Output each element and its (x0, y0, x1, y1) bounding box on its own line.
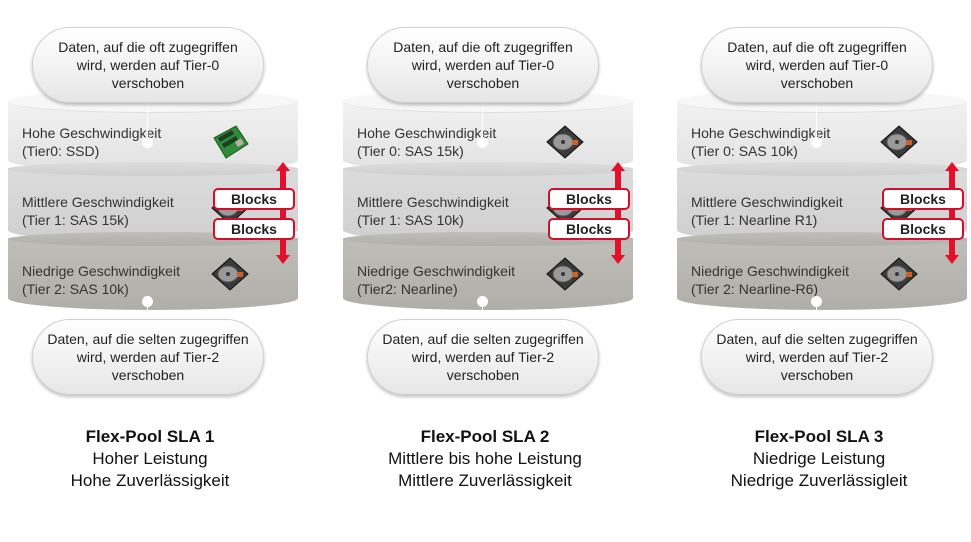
connector-dot (142, 296, 153, 307)
connector-dot (811, 137, 822, 148)
blocks-text: Blocks (566, 191, 612, 207)
tier-label: Hohe Geschwindigkeit (Tier 0: SAS 15k) (357, 124, 496, 160)
text: Daten, auf die oft zugegriffen wird, wer… (727, 39, 907, 91)
tier-label: Niedrige Geschwindigkeit (Tier 2: Nearlin… (691, 262, 849, 298)
top-bubble: Daten, auf die oft zugegriffen wird, wer… (701, 27, 933, 103)
bottom-bubble: Daten, auf die selten zugegriffen wird, … (32, 319, 264, 395)
blocks-text: Blocks (566, 221, 612, 237)
text: (Tier 0: SAS 10k) (691, 143, 798, 159)
pool-title: Flex-Pool SLA 2 (420, 427, 550, 446)
text: (Tier 1: SAS 15k) (22, 212, 129, 228)
connector-line (816, 102, 817, 140)
tier-label: Hohe Geschwindigkeit (Tier 0: SAS 10k) (691, 124, 830, 160)
flex-pool-column-2: Hohe Geschwindigkeit (Tier 0: SAS 15k) Mi… (335, 0, 635, 542)
text: (Tier0: SSD) (22, 143, 100, 159)
pool-performance: Mittlere bis hohe Leistung (388, 449, 582, 468)
text: (Tier 2: SAS 10k) (22, 281, 129, 297)
blocks-text: Blocks (231, 221, 277, 237)
text: Daten, auf die selten zugegriffen wird, … (716, 331, 918, 383)
connector-line (482, 305, 483, 319)
hard-drive-icon (210, 256, 250, 292)
blocks-label: Blocks (213, 188, 295, 210)
blocks-text: Blocks (900, 221, 946, 237)
text: Niedrige Geschwindigkeit (22, 263, 180, 279)
text: Hohe Geschwindigkeit (691, 125, 831, 141)
connector-line (147, 102, 148, 140)
pool-caption: Flex-Pool SLA 3 Niedrige Leistung Niedri… (669, 426, 969, 492)
blocks-label: Blocks (548, 188, 630, 210)
text: (Tier 1: SAS 10k) (357, 212, 464, 228)
blocks-text: Blocks (900, 191, 946, 207)
pool-reliability: Hohe Zuverlässigkeit (70, 471, 230, 490)
tier-label: Hohe Geschwindigkeit (Tier0: SSD) (22, 124, 161, 160)
text: (Tier2: Nearline) (357, 281, 458, 297)
pool-performance: Niedrige Leistung (752, 449, 886, 468)
text: Daten, auf die oft zugegriffen wird, wer… (58, 39, 238, 91)
blocks-label: Blocks (548, 218, 630, 240)
connector-dot (477, 137, 488, 148)
text: Hohe Geschwindigkeit (357, 125, 497, 141)
text: Daten, auf die selten zugegriffen wird, … (382, 331, 584, 383)
pool-title: Flex-Pool SLA 1 (85, 427, 215, 446)
blocks-label: Blocks (882, 188, 964, 210)
hard-drive-icon (879, 124, 919, 160)
hard-drive-icon (879, 256, 919, 292)
tier-2: Niedrige Geschwindigkeit (Tier 2: Nearlin… (677, 232, 967, 310)
tier-2: Niedrige Geschwindigkeit (Tier2: Nearline… (343, 232, 633, 310)
text: (Tier 0: SAS 15k) (357, 143, 464, 159)
connector-line (816, 305, 817, 319)
ssd-icon (210, 124, 250, 160)
text: Daten, auf die oft zugegriffen wird, wer… (393, 39, 573, 91)
text: (Tier 2: Nearline-R6) (691, 281, 819, 297)
blocks-label: Blocks (882, 218, 964, 240)
connector-dot (142, 137, 153, 148)
bottom-bubble: Daten, auf die selten zugegriffen wird, … (701, 319, 933, 395)
up-down-arrow-icon (945, 162, 959, 264)
text: Niedrige Geschwindigkeit (691, 263, 849, 279)
pool-caption: Flex-Pool SLA 2 Mittlere bis hohe Leistu… (335, 426, 635, 492)
top-bubble: Daten, auf die oft zugegriffen wird, wer… (367, 27, 599, 103)
hard-drive-icon (545, 124, 585, 160)
text: Mittlere Geschwindigkeit (691, 194, 843, 210)
connector-line (147, 305, 148, 319)
connector-dot (477, 296, 488, 307)
hard-drive-icon (545, 256, 585, 292)
blocks-label: Blocks (213, 218, 295, 240)
pool-caption: Flex-Pool SLA 1 Hoher Leistung Hohe Zuve… (0, 426, 300, 492)
blocks-text: Blocks (231, 191, 277, 207)
top-bubble: Daten, auf die oft zugegriffen wird, wer… (32, 27, 264, 103)
flex-pool-column-3: Hohe Geschwindigkeit (Tier 0: SAS 10k) Mi… (669, 0, 969, 542)
pool-performance: Hoher Leistung (92, 449, 208, 468)
pool-reliability: Mittlere Zuverlässigkeit (398, 471, 572, 490)
tier-label: Mittlere Geschwindigkeit (Tier 1: SAS 10k… (357, 193, 509, 229)
bottom-bubble: Daten, auf die selten zugegriffen wird, … (367, 319, 599, 395)
text: Mittlere Geschwindigkeit (22, 194, 174, 210)
text: Hohe Geschwindigkeit (22, 125, 162, 141)
up-down-arrow-icon (276, 162, 290, 264)
tier-label: Mittlere Geschwindigkeit (Tier 1: SAS 15k… (22, 193, 174, 229)
tier-2: Niedrige Geschwindigkeit (Tier 2: SAS 10k… (8, 232, 298, 310)
pool-title: Flex-Pool SLA 3 (754, 427, 884, 446)
text: Mittlere Geschwindigkeit (357, 194, 509, 210)
connector-line (482, 102, 483, 140)
text: (Tier 1: Nearline R1) (691, 212, 818, 228)
tier-label: Niedrige Geschwindigkeit (Tier 2: SAS 10k… (22, 262, 180, 298)
up-down-arrow-icon (611, 162, 625, 264)
tier-label: Niedrige Geschwindigkeit (Tier2: Nearline… (357, 262, 515, 298)
tier-label: Mittlere Geschwindigkeit (Tier 1: Nearlin… (691, 193, 843, 229)
connector-dot (811, 296, 822, 307)
flex-pool-column-1: Hohe Geschwindigkeit (Tier0: SSD) Mittler… (0, 0, 300, 542)
text: Daten, auf die selten zugegriffen wird, … (47, 331, 249, 383)
text: Niedrige Geschwindigkeit (357, 263, 515, 279)
pool-reliability: Niedrige Zuverlässigleit (730, 471, 908, 490)
